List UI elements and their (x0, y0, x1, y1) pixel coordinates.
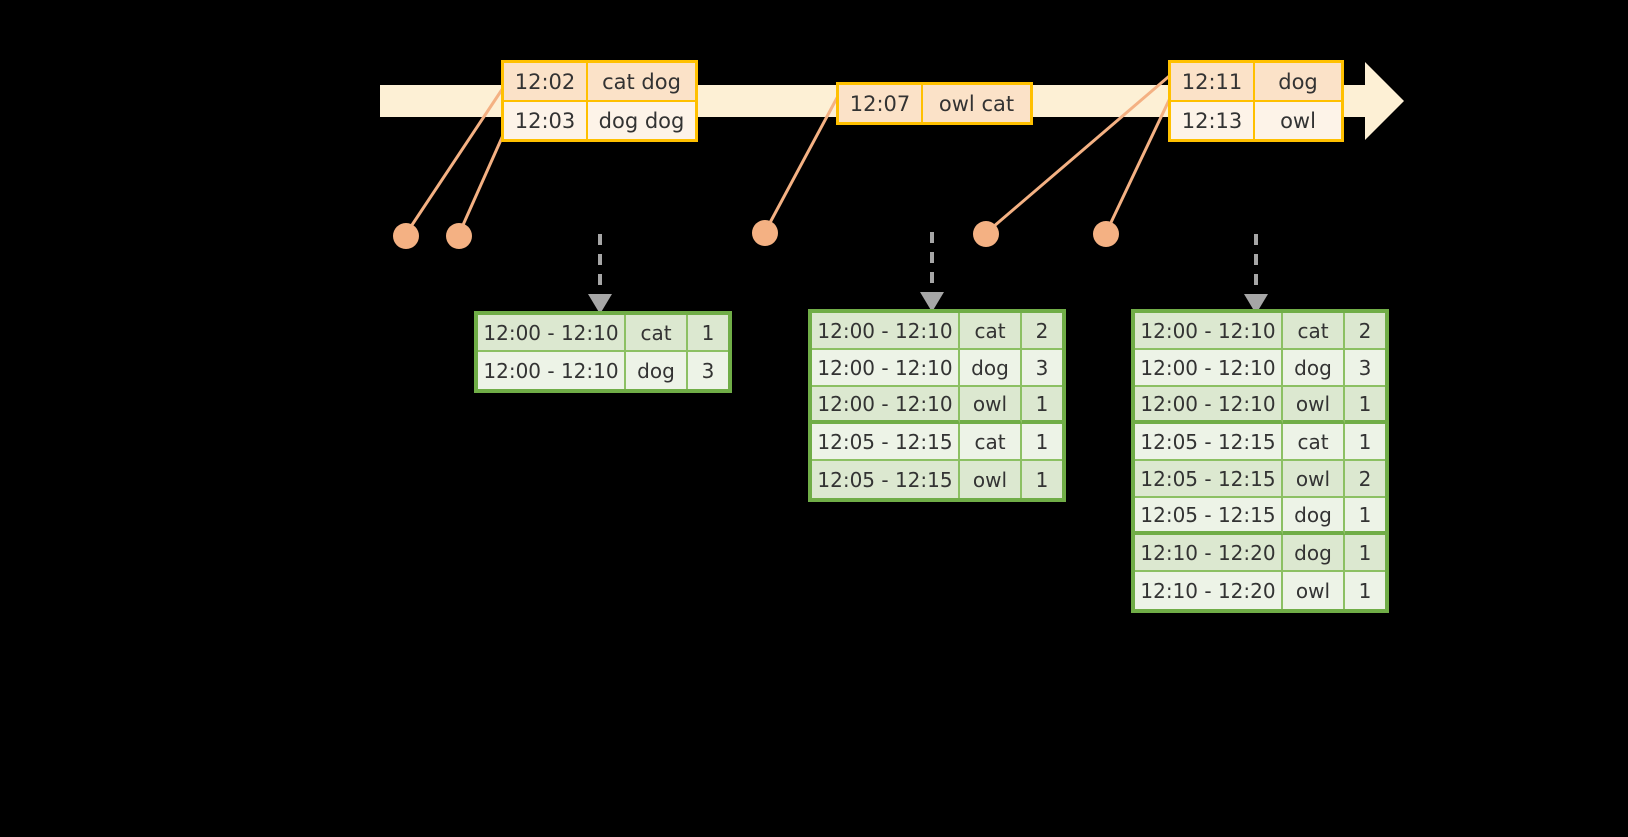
result-word: cat (1283, 313, 1345, 350)
connector-line-2 (457, 132, 506, 235)
event-time: 12:03 (504, 102, 588, 139)
event-words: dog dog (588, 102, 695, 139)
result-word: cat (1283, 424, 1345, 461)
result-count: 1 (1345, 572, 1385, 609)
result-window: 12:00 - 12:10 (1135, 313, 1283, 350)
result-word: dog (1283, 350, 1345, 387)
result-count: 1 (1345, 387, 1385, 424)
result-window: 12:05 - 12:15 (1135, 424, 1283, 461)
event-dot-2 (446, 223, 472, 249)
result-count: 1 (1345, 535, 1385, 572)
result-count: 1 (1345, 424, 1385, 461)
event-words: owl (1255, 102, 1341, 139)
timeline-event-row[interactable]: 12:07 owl cat (839, 85, 1030, 122)
result-count: 2 (1345, 461, 1385, 498)
result-window: 12:10 - 12:20 (1135, 572, 1283, 609)
result-word: owl (960, 461, 1022, 498)
result-count: 2 (1022, 313, 1062, 350)
result-count: 2 (1345, 313, 1385, 350)
result-word: dog (1283, 498, 1345, 535)
result-word: dog (1283, 535, 1345, 572)
result-word: cat (960, 313, 1022, 350)
connector-line-1 (404, 87, 505, 235)
result-count: 1 (688, 315, 728, 352)
timeline-event-row[interactable]: 12:03 dog dog (504, 100, 695, 139)
result-window: 12:00 - 12:10 (1135, 387, 1283, 424)
connector-line-3 (763, 95, 840, 233)
result-window: 12:00 - 12:10 (812, 313, 960, 350)
result-window: 12:05 - 12:15 (812, 461, 960, 498)
event-dot-5 (1093, 221, 1119, 247)
result-count: 1 (1022, 387, 1062, 424)
result-window: 12:00 - 12:10 (1135, 350, 1283, 387)
result-window: 12:05 - 12:15 (1135, 498, 1283, 535)
result-count: 1 (1022, 424, 1062, 461)
event-dot-3 (752, 220, 778, 246)
result-word: cat (960, 424, 1022, 461)
dashed-arrows (598, 232, 1258, 292)
event-dot-1 (393, 223, 419, 249)
event-time: 12:13 (1171, 102, 1255, 139)
event-words: dog (1255, 63, 1341, 100)
event-dot-4 (973, 221, 999, 247)
result-window: 12:00 - 12:10 (478, 315, 626, 352)
result-window: 12:05 - 12:15 (1135, 461, 1283, 498)
event-words: cat dog (588, 63, 695, 100)
result-count: 3 (688, 352, 728, 389)
event-time: 12:11 (1171, 63, 1255, 100)
result-word: dog (960, 350, 1022, 387)
result-count: 1 (1022, 461, 1062, 498)
result-word: owl (1283, 387, 1345, 424)
result-word: owl (1283, 572, 1345, 609)
connector-line-5 (1104, 95, 1173, 234)
timeline-event-group-1[interactable]: 12:02 cat dog 12:03 dog dog (501, 60, 698, 142)
result-word: owl (960, 387, 1022, 424)
result-window: 12:00 - 12:10 (812, 387, 960, 424)
result-count: 3 (1345, 350, 1385, 387)
result-window: 12:00 - 12:10 (478, 352, 626, 389)
event-time: 12:07 (839, 85, 923, 122)
event-time: 12:02 (504, 63, 588, 100)
result-word: dog (626, 352, 688, 389)
result-window: 12:10 - 12:20 (1135, 535, 1283, 572)
result-count: 1 (1345, 498, 1385, 535)
connector-dots (393, 220, 1119, 249)
result-window: 12:00 - 12:10 (812, 350, 960, 387)
result-word: cat (626, 315, 688, 352)
result-word: owl (1283, 461, 1345, 498)
timeline-event-group-3[interactable]: 12:11 dog 12:13 owl (1168, 60, 1344, 142)
timeline-event-row[interactable]: 12:02 cat dog (504, 63, 695, 100)
event-words: owl cat (923, 85, 1030, 122)
timeline-event-group-2[interactable]: 12:07 owl cat (836, 82, 1033, 125)
result-count: 3 (1022, 350, 1062, 387)
result-window: 12:05 - 12:15 (812, 424, 960, 461)
timeline-event-row[interactable]: 12:13 owl (1171, 100, 1341, 139)
timeline-event-row[interactable]: 12:11 dog (1171, 63, 1341, 100)
